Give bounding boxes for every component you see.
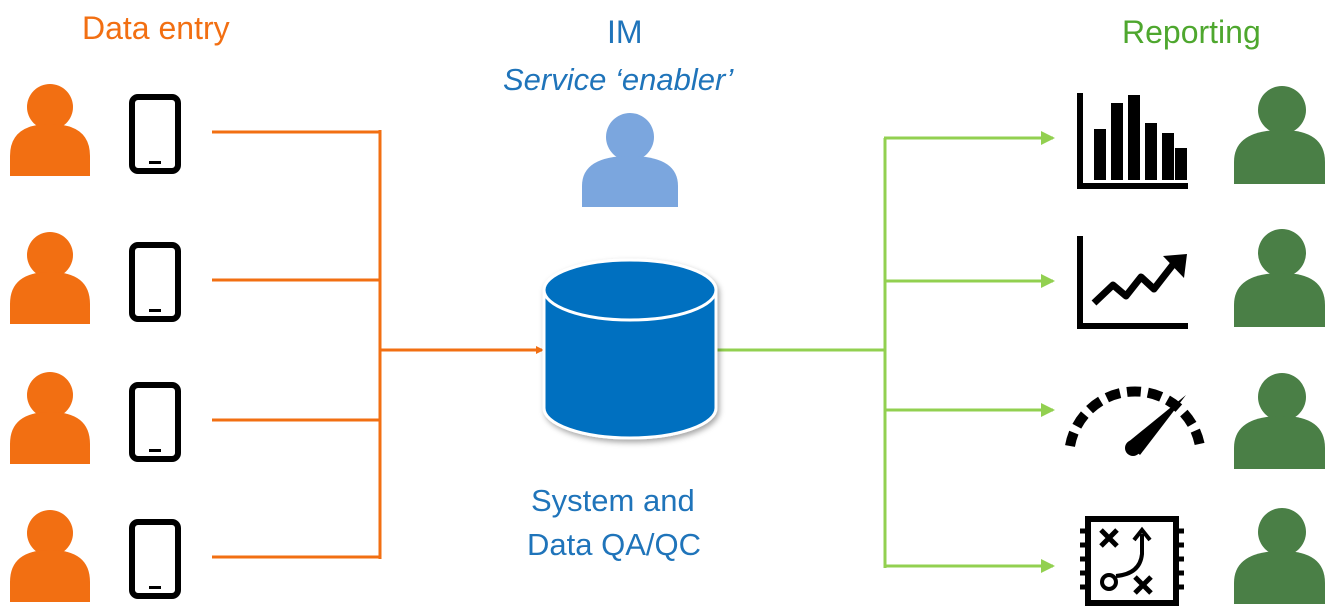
database-caption-line1: System and [531, 483, 695, 518]
smartphone-icon [129, 519, 181, 599]
reporting-row-1 [1077, 86, 1325, 189]
reporting-row-3 [1065, 373, 1325, 469]
data-entry-title: Data entry [82, 10, 230, 46]
person-icon [1234, 229, 1325, 327]
reporting-row-2 [1077, 229, 1325, 329]
reporting-title: Reporting [1122, 14, 1261, 50]
reporting-connector [716, 131, 1055, 573]
im-subtitle: Service ‘enabler’ [503, 62, 734, 97]
person-icon [10, 84, 90, 176]
entry-row-4 [10, 510, 181, 602]
entry-row-3 [10, 372, 181, 464]
person-icon [1234, 86, 1325, 184]
strategy-board-icon [1080, 516, 1184, 606]
data-entry-connector [212, 130, 544, 559]
person-icon [1234, 508, 1325, 604]
entry-row-2 [10, 232, 181, 324]
im-title: IM [607, 14, 643, 50]
database-icon [542, 258, 718, 440]
im-person-icon [582, 113, 678, 207]
trend-line-chart-icon [1077, 236, 1188, 329]
speedometer-gauge-icon [1065, 386, 1205, 456]
database-caption-line2: Data QA/QC [527, 527, 701, 562]
person-icon [10, 232, 90, 324]
entry-row-1 [10, 84, 181, 176]
smartphone-icon [129, 382, 181, 462]
person-icon [1234, 373, 1325, 469]
reporting-row-4 [1080, 508, 1325, 606]
smartphone-icon [129, 242, 181, 322]
bar-chart-icon [1077, 93, 1188, 189]
smartphone-icon [129, 94, 181, 174]
person-icon [10, 372, 90, 464]
person-icon [10, 510, 90, 602]
